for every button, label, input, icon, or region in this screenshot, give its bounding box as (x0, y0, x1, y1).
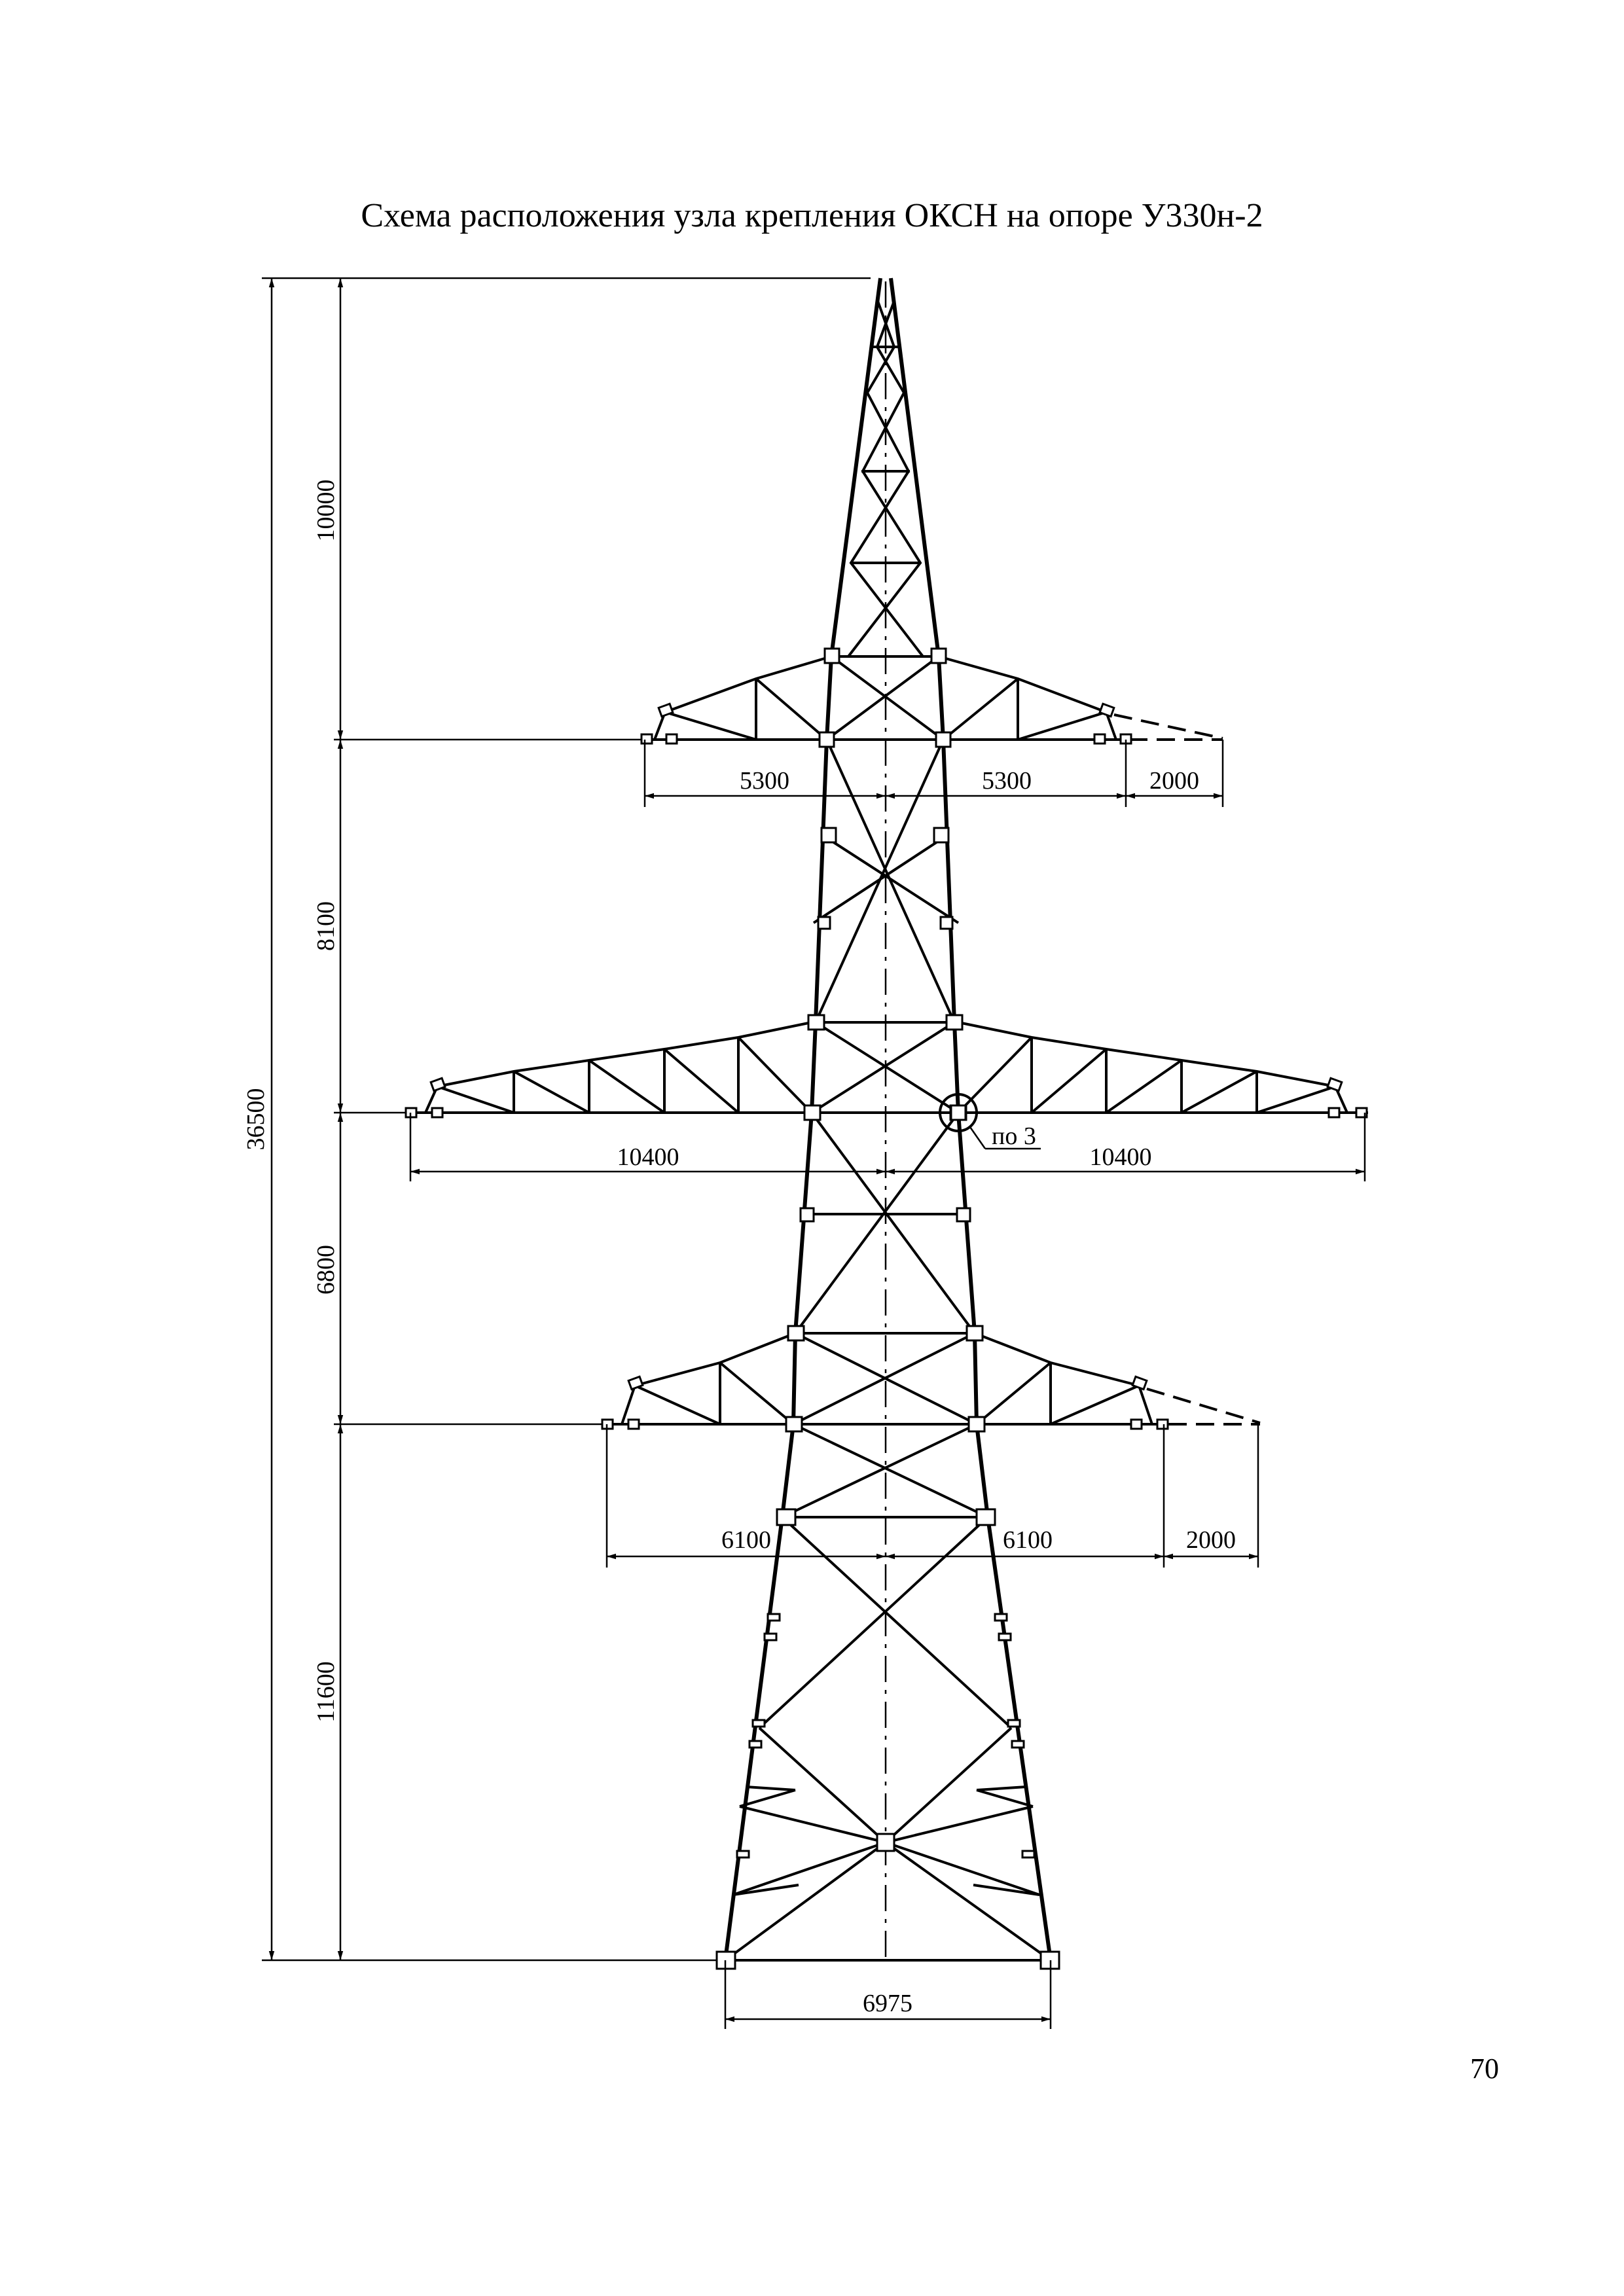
callout-label: по 3 (992, 1122, 1036, 1150)
dim-top-arm-right: 5300 (982, 767, 1032, 795)
attachment-callout: по 3 (939, 1093, 1041, 1150)
middle-crossarm (406, 1021, 1368, 1114)
dim-lower-arm-extension: 2000 (1186, 1526, 1236, 1554)
dim-middle-arm-right: 10400 (1090, 1143, 1152, 1171)
dim-middle-arm-left: 10400 (617, 1143, 679, 1171)
dim-upper-section: 8100 (312, 901, 340, 951)
page-number: 70 (1470, 2053, 1499, 2085)
dim-top-arm-left: 5300 (740, 767, 789, 795)
horizontal-dimensions: 5300 5300 2000 10400 10400 6100 6100 200… (409, 740, 1366, 2029)
dim-base-width: 6975 (863, 1990, 912, 2017)
dim-top-arm-extension: 2000 (1149, 767, 1199, 795)
drawing-title: Схема расположения узла крепления ОКСН н… (361, 197, 1263, 234)
dim-lower-arm-left: 6100 (721, 1526, 771, 1554)
dim-lower-section: 11600 (312, 1661, 340, 1723)
leg-gussets (715, 647, 1060, 1970)
dim-lower-arm-right: 6100 (1003, 1526, 1053, 1554)
lower-crossarm (602, 1332, 1261, 1426)
dim-total-height: 36500 (242, 1088, 270, 1151)
vertical-dimensions: 36500 10000 8100 6800 11600 (242, 277, 871, 1962)
dim-middle-section: 6800 (312, 1245, 340, 1295)
insulator-nodes (405, 702, 1368, 1430)
top-crossarm (641, 655, 1223, 741)
tower-body (723, 278, 1053, 1962)
dim-top-section: 10000 (312, 480, 340, 542)
